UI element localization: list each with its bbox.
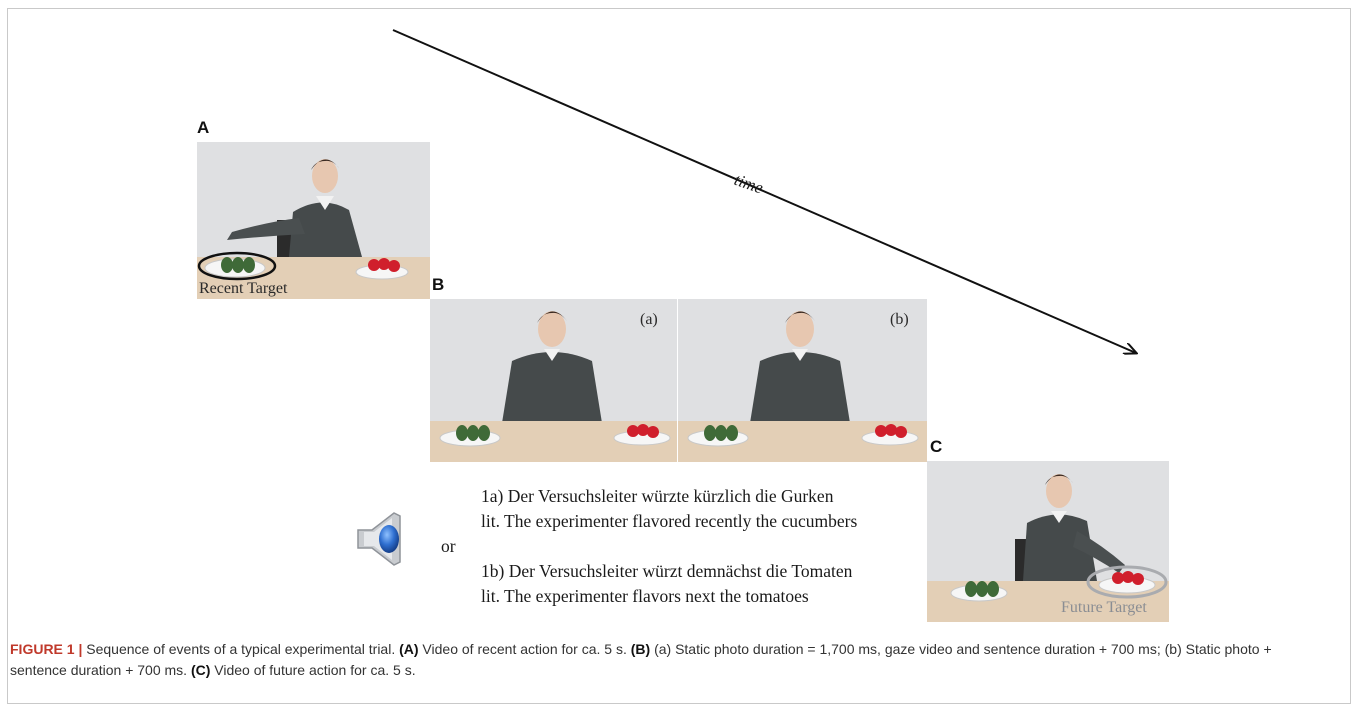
caption-ref-b: (B): [630, 641, 651, 657]
panel-a-letter: A: [197, 118, 210, 137]
sentence-1b: 1b) Der Versuchsleiter würzt demnächst d…: [481, 561, 853, 581]
sentence-1b-literal: lit. The experimenter flavors next the t…: [481, 586, 809, 606]
sentence-1a-literal: lit. The experimenter flavored recently …: [481, 511, 858, 531]
caption-ref-c: (C): [190, 662, 211, 678]
panel-b-letter: B: [432, 275, 445, 294]
caption-intro: Sequence of events of a typical experime…: [82, 641, 400, 657]
speaker-icon: [357, 512, 401, 566]
panel-b-photo-a: (a): [430, 299, 677, 462]
panel-a-photo: Recent Target: [197, 142, 430, 299]
caption-ref-a: (A): [399, 641, 419, 657]
figure-frame: [7, 8, 1351, 704]
panel-c-letter: C: [930, 437, 943, 456]
sentence-1a: 1a) Der Versuchsleiter würzte kürzlich d…: [481, 486, 834, 506]
caption-text-b: (a) Static photo duration = 1,700 ms, ga…: [10, 641, 1272, 678]
future-target-label: Future Target: [1061, 599, 1147, 616]
caption-text-a: Video of recent action for ca. 5 s.: [418, 641, 631, 657]
panel-b-photo-b: (b): [678, 299, 927, 462]
caption-text-c: Video of future action for ca. 5 s.: [210, 662, 416, 678]
panel-b-tag-b: (b): [890, 311, 909, 328]
caption-figure-number: FIGURE 1 |: [10, 641, 83, 657]
figure-caption: FIGURE 1 | Sequence of events of a typic…: [10, 639, 1330, 681]
panel-c-photo: Future Target: [927, 461, 1169, 622]
recent-target-label: Recent Target: [199, 280, 288, 297]
or-connector: or: [441, 536, 456, 556]
panel-b-tag-a: (a): [640, 311, 658, 328]
